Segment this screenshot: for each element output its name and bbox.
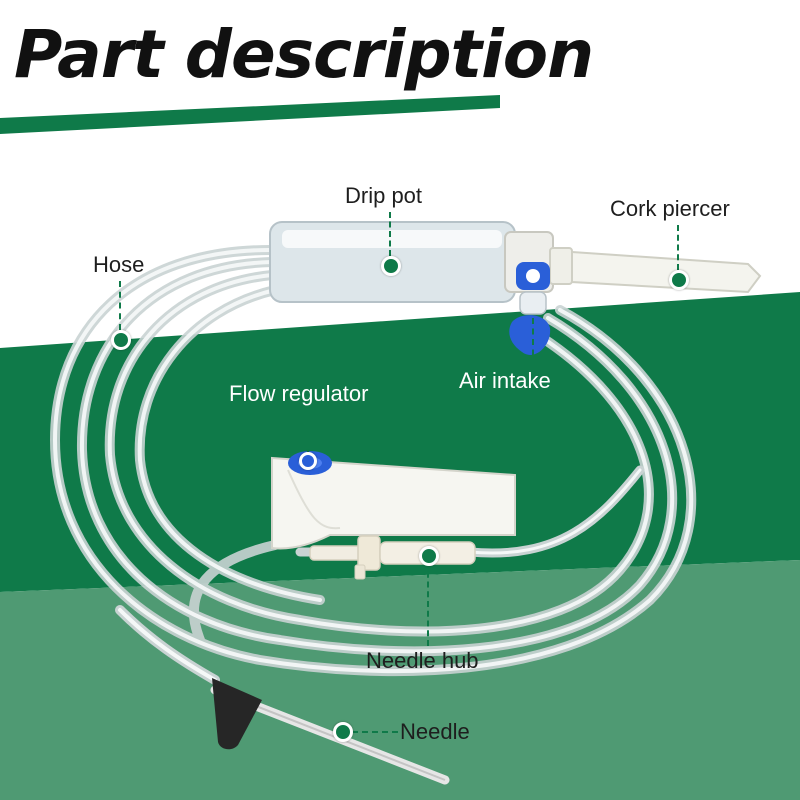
label-flow-regulator: Flow regulator [229, 381, 369, 406]
label-drip-pot: Drip pot [345, 183, 423, 208]
cork-piercer-shape [549, 247, 762, 294]
label-needle: Needle [400, 719, 470, 744]
marker-needle-hub [419, 546, 439, 566]
title-underline-stripe [0, 95, 500, 134]
marker-needle [333, 722, 353, 742]
air-intake-shape [509, 262, 551, 355]
leader-drip-pot [389, 212, 391, 256]
label-hose: Hose [93, 252, 145, 277]
label-cork-piercer: Cork piercer [610, 196, 730, 221]
marker-hose [111, 330, 131, 350]
leader-air-intake [532, 318, 534, 366]
label-needle-hub: Needle hub [366, 648, 479, 673]
needle-shape [210, 678, 450, 785]
leader-needle [352, 731, 398, 733]
hose-tubing [49, 245, 697, 685]
leader-hose [119, 281, 121, 330]
leader-flow-regulator [307, 410, 309, 454]
drip-chamber-shape [269, 221, 554, 303]
leader-needle-hub [427, 562, 429, 646]
marker-drip-pot [381, 256, 401, 276]
leader-cork-piercer [677, 225, 679, 270]
marker-flow-regulator [299, 452, 317, 470]
page-title: Part description [14, 16, 594, 93]
label-air-intake: Air intake [459, 368, 551, 393]
marker-cork-piercer [669, 270, 689, 290]
